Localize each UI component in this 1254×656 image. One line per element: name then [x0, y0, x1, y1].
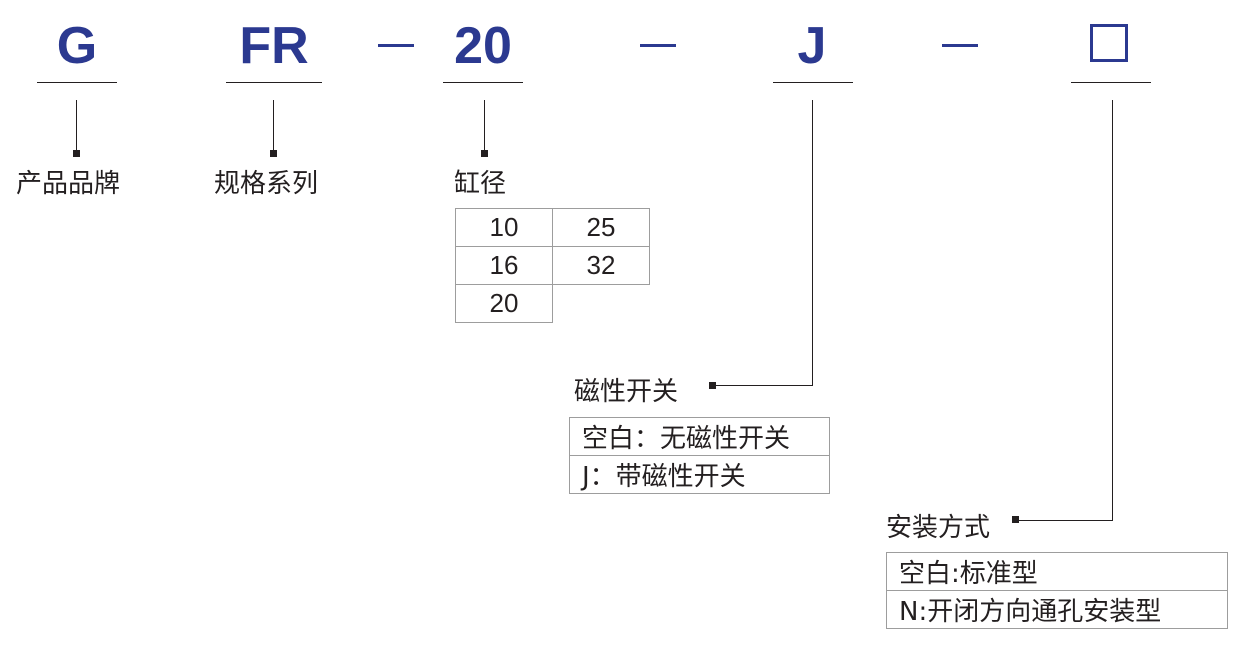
- brand-underline: [37, 82, 117, 83]
- mount-dot: [1012, 516, 1019, 523]
- bore-connector: [484, 100, 485, 150]
- mount-options-table: 空白:标准型 N:开闭方向通孔安装型: [886, 552, 1228, 629]
- magnet-label: 磁性开关: [574, 377, 679, 407]
- bore-option: 16: [455, 246, 553, 285]
- bore-underline: [443, 82, 523, 83]
- brand-label: 产品品牌: [16, 169, 121, 199]
- mount-connector: [1112, 100, 1113, 520]
- table-row: 16 32: [455, 246, 650, 285]
- magnet-option: 空白：无磁性开关: [569, 417, 830, 456]
- magnet-connector-horizontal: [714, 385, 813, 386]
- empty-cell: [553, 285, 650, 323]
- magnet-dot: [709, 382, 716, 389]
- brand-connector: [76, 100, 77, 150]
- magnet-option: J：带磁性开关: [569, 455, 830, 494]
- table-row: 空白：无磁性开关: [569, 417, 830, 456]
- separator-dash-3: [942, 44, 978, 47]
- series-connector: [273, 100, 274, 150]
- bore-options-table: 10 25 16 32 20: [455, 208, 650, 323]
- brand-dot: [73, 150, 80, 157]
- series-dot: [270, 150, 277, 157]
- magnet-connector: [812, 100, 813, 385]
- separator-dash-1: [378, 44, 414, 47]
- magnet-underline: [773, 82, 853, 83]
- bore-option: 10: [455, 208, 553, 247]
- table-row: N:开闭方向通孔安装型: [886, 590, 1228, 629]
- bore-option: 20: [455, 284, 553, 323]
- magnet-options-table: 空白：无磁性开关 J：带磁性开关: [569, 417, 830, 494]
- mount-option: 空白:标准型: [886, 552, 1228, 591]
- table-row: 10 25: [455, 208, 650, 247]
- bore-code: 20: [454, 17, 512, 75]
- brand-code: G: [56, 17, 98, 75]
- series-underline: [226, 82, 322, 83]
- table-row: 空白:标准型: [886, 552, 1228, 591]
- bore-label: 缸径: [454, 169, 507, 199]
- mount-label: 安装方式: [886, 513, 991, 543]
- bore-option: 32: [552, 246, 650, 285]
- series-code: FR: [239, 17, 309, 75]
- mount-option: N:开闭方向通孔安装型: [886, 590, 1228, 629]
- bore-dot: [481, 150, 488, 157]
- table-row: 20: [455, 284, 650, 323]
- mount-placeholder-box: [1090, 24, 1128, 62]
- bore-option: 25: [552, 208, 650, 247]
- mount-underline: [1071, 82, 1151, 83]
- mount-connector-horizontal: [1016, 520, 1113, 521]
- table-row: J：带磁性开关: [569, 455, 830, 494]
- magnet-code: J: [797, 17, 827, 75]
- separator-dash-2: [640, 44, 676, 47]
- series-label: 规格系列: [214, 169, 319, 199]
